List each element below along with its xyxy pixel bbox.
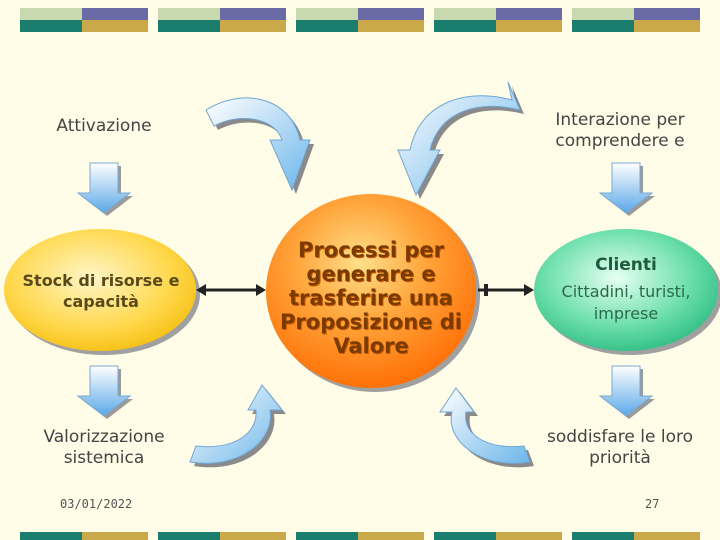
curved-arrow-top-left	[205, 97, 314, 194]
connector-left-center	[196, 284, 266, 296]
label-interazione: Interazione per comprendere e	[555, 110, 685, 151]
label-valorizzazione: Valorizzazione sistemica	[43, 427, 165, 468]
oval-left-text: Stock di risorse e capacità	[22, 271, 180, 311]
curved-arrow-bottom-left	[189, 384, 286, 468]
footer-date: 03/01/2022	[60, 497, 133, 511]
down-arrow-soddisfare	[598, 365, 655, 419]
oval-right-body: Cittadini, turisti, imprese	[561, 282, 691, 323]
oval-right-title: Clienti	[595, 255, 657, 275]
oval-center-text: Processi per generare e trasferire una P…	[280, 238, 462, 358]
down-arrow-attivazione	[76, 162, 133, 216]
oval-stock-risorse	[4, 229, 200, 355]
label-soddisfare: soddisfare le loro priorità	[546, 427, 694, 468]
label-attivazione: Attivazione	[56, 116, 152, 136]
down-arrow-interazione	[598, 162, 655, 216]
curved-arrow-top-right	[397, 81, 524, 199]
oval-clienti	[534, 229, 720, 355]
down-arrow-valorizzazione	[76, 365, 133, 419]
oval-processi	[266, 194, 480, 392]
footer-page-number: 27	[645, 497, 660, 511]
curved-arrow-bottom-right	[439, 387, 534, 468]
connector-center-right	[478, 284, 534, 296]
